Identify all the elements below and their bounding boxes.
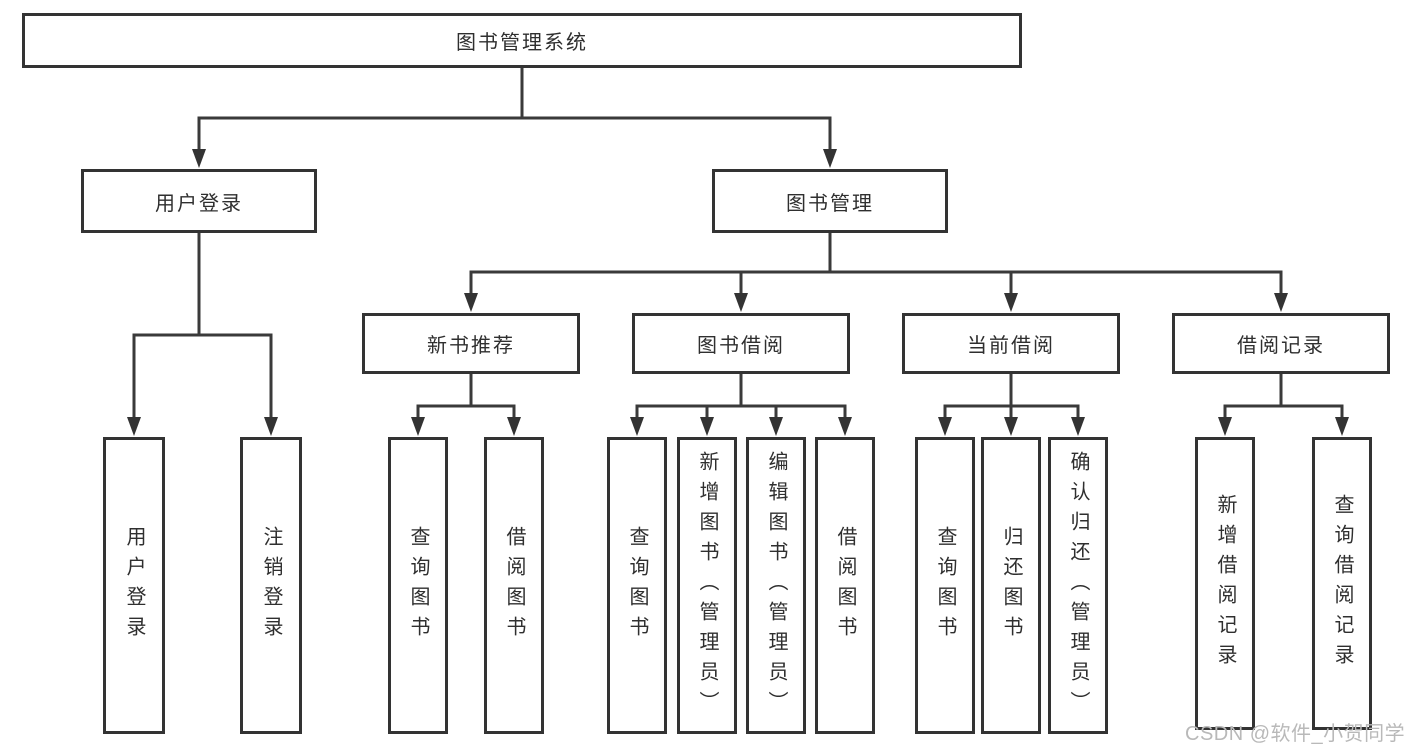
leaf-label: 确认归还（管理员） <box>1067 450 1089 721</box>
leaf-label: 查询图书 <box>407 525 429 646</box>
node-borrow-record: 借阅记录 <box>1172 313 1390 374</box>
arrowheads <box>127 149 1349 436</box>
node-library-management-system: 图书管理系统 <box>22 13 1022 68</box>
node-current-borrow: 当前借阅 <box>902 313 1120 374</box>
csdn-watermark: CSDN @软件_小贺同学 <box>1185 723 1405 745</box>
leaf-label: 查询借阅记录 <box>1331 493 1353 674</box>
node-book-borrow: 图书借阅 <box>632 313 850 374</box>
leaf-label: 新增图书（管理员） <box>696 450 718 721</box>
node-borrow-books-action: 借阅图书 <box>815 437 875 734</box>
node-logout-action: 注销登录 <box>240 437 302 734</box>
node-add-book-admin: 新增图书（管理员） <box>677 437 737 734</box>
node-book-management: 图书管理 <box>712 169 948 233</box>
leaf-label: 编辑图书（管理员） <box>765 450 787 721</box>
leaf-label: 新增借阅记录 <box>1214 493 1236 674</box>
leaf-label: 借阅图书 <box>503 525 525 646</box>
leaf-label: 归还图书 <box>1000 525 1022 646</box>
leaf-label: 注销登录 <box>260 525 282 646</box>
node-query-books-borrow: 查询图书 <box>607 437 667 734</box>
node-user-login-action: 用户登录 <box>103 437 165 734</box>
node-add-borrow-record: 新增借阅记录 <box>1195 437 1255 730</box>
leaf-label: 查询图书 <box>626 525 648 646</box>
node-user-login: 用户登录 <box>81 169 317 233</box>
node-borrow-books-recommend: 借阅图书 <box>484 437 544 734</box>
leaf-label: 用户登录 <box>123 525 145 646</box>
leaf-label: 查询图书 <box>934 525 956 646</box>
node-edit-book-admin: 编辑图书（管理员） <box>746 437 806 734</box>
node-confirm-return-admin: 确认归还（管理员） <box>1048 437 1108 734</box>
node-query-books-recommend: 查询图书 <box>388 437 448 734</box>
leaf-label: 借阅图书 <box>834 525 856 646</box>
node-return-book: 归还图书 <box>981 437 1041 734</box>
node-new-book-recommend: 新书推荐 <box>362 313 580 374</box>
node-query-borrow-record: 查询借阅记录 <box>1312 437 1372 730</box>
node-query-books-current: 查询图书 <box>915 437 975 734</box>
